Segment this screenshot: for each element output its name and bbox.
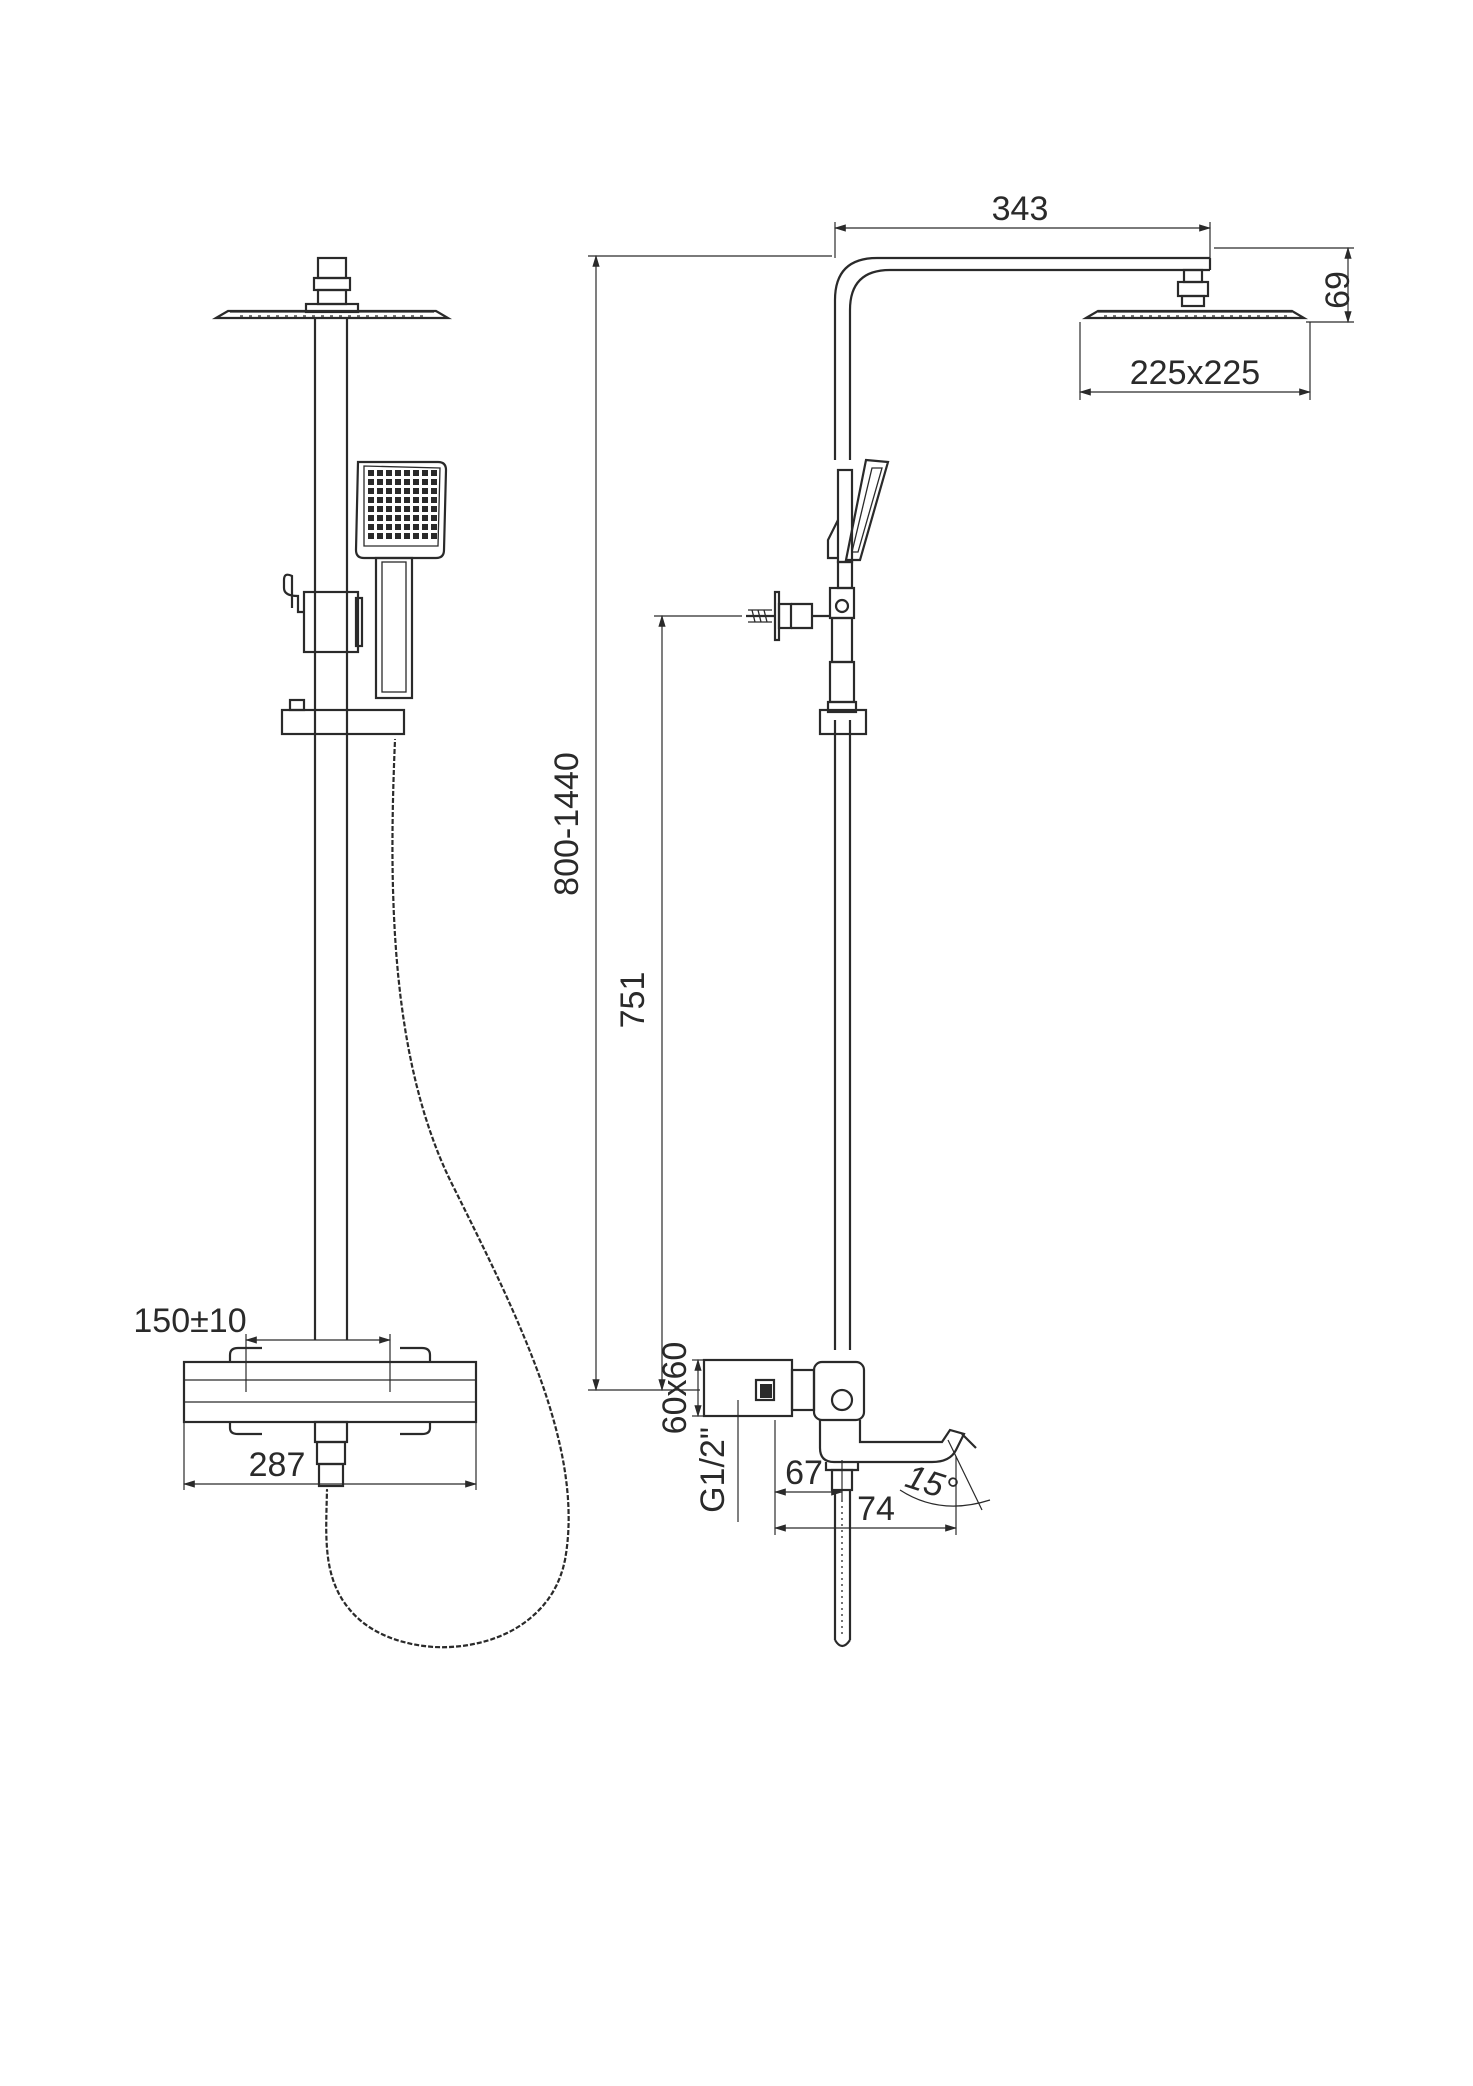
nozzle	[404, 524, 410, 530]
front-hand-shower	[354, 460, 448, 700]
nozzle	[404, 506, 410, 512]
side-rain-head	[1081, 268, 1309, 320]
side-slide-holder	[826, 586, 858, 714]
label-spout-offset: 67	[785, 1454, 823, 1492]
nozzle	[386, 533, 392, 539]
nozzle	[404, 515, 410, 521]
nozzle	[404, 497, 410, 503]
nozzle	[422, 524, 428, 530]
front-rail-bracket	[280, 698, 406, 736]
nozzle	[395, 515, 401, 521]
label-mixer-block: 60x60	[656, 1342, 694, 1435]
nozzle	[431, 524, 437, 530]
nozzle	[368, 497, 374, 503]
nozzle	[377, 497, 383, 503]
nozzle	[377, 470, 383, 476]
nozzle	[404, 488, 410, 494]
nozzle	[431, 470, 437, 476]
nozzle	[431, 533, 437, 539]
front-view	[182, 256, 572, 1650]
label-arm-length: 343	[992, 190, 1049, 228]
label-total-height: 800-1440	[548, 752, 586, 896]
nozzle	[377, 515, 383, 521]
nozzle	[377, 533, 383, 539]
nozzle	[377, 479, 383, 485]
label-head-size: 225x225	[1130, 354, 1260, 392]
side-riser-and-arm	[833, 256, 1212, 1350]
dimension-lines	[182, 222, 1354, 1535]
nozzle	[395, 533, 401, 539]
side-rail-bracket	[818, 708, 868, 736]
nozzle	[413, 497, 419, 503]
nozzle	[395, 470, 401, 476]
nozzle	[431, 497, 437, 503]
front-hose	[323, 738, 572, 1650]
front-slide-holder	[282, 573, 364, 654]
label-holder-height: 751	[614, 972, 652, 1029]
nozzle	[386, 506, 392, 512]
nozzle	[368, 506, 374, 512]
nozzle	[386, 515, 392, 521]
label-inlet-spacing: 150±10	[133, 1302, 246, 1340]
nozzle	[413, 479, 419, 485]
label-spout-length: 74	[857, 1490, 895, 1528]
nozzle	[386, 479, 392, 485]
nozzle	[413, 524, 419, 530]
nozzle	[377, 506, 383, 512]
nozzle	[431, 506, 437, 512]
nozzle	[422, 479, 428, 485]
nozzle	[395, 497, 401, 503]
nozzle	[422, 515, 428, 521]
nozzle	[422, 497, 428, 503]
side-hand-shower	[826, 458, 890, 590]
nozzle	[422, 506, 428, 512]
label-head-height: 69	[1319, 271, 1357, 309]
hand-shower-nozzles	[368, 470, 437, 539]
nozzle	[431, 515, 437, 521]
front-rain-head	[211, 256, 453, 320]
nozzle	[413, 515, 419, 521]
nozzle	[368, 488, 374, 494]
nozzle	[395, 506, 401, 512]
label-connection: G1/2"	[694, 1427, 732, 1513]
side-view	[702, 256, 1309, 1648]
nozzle	[395, 488, 401, 494]
front-thermostatic-mixer	[182, 1346, 478, 1488]
nozzle	[386, 470, 392, 476]
nozzle	[422, 488, 428, 494]
nozzle	[404, 533, 410, 539]
nozzle	[431, 479, 437, 485]
nozzle	[404, 470, 410, 476]
dimension-labels: 343 69 225x225 800-1440 751 60x60 G1/2" …	[133, 190, 1357, 1528]
nozzle	[386, 497, 392, 503]
nozzle	[395, 479, 401, 485]
nozzle	[413, 506, 419, 512]
nozzle	[413, 470, 419, 476]
side-mixer-body	[702, 1358, 977, 1648]
front-riser-pipe	[313, 318, 349, 1340]
nozzle	[431, 488, 437, 494]
nozzle	[422, 533, 428, 539]
nozzle	[395, 524, 401, 530]
nozzle	[368, 533, 374, 539]
nozzle	[377, 524, 383, 530]
nozzle	[413, 488, 419, 494]
nozzle	[377, 488, 383, 494]
nozzle	[368, 470, 374, 476]
label-spout-angle: 15°	[901, 1458, 962, 1510]
nozzle	[386, 488, 392, 494]
nozzle	[386, 524, 392, 530]
label-mixer-width: 287	[249, 1446, 306, 1484]
nozzle	[413, 533, 419, 539]
nozzle	[368, 515, 374, 521]
nozzle	[422, 470, 428, 476]
side-wall-bracket	[746, 590, 830, 642]
nozzle	[404, 479, 410, 485]
nozzle	[368, 479, 374, 485]
nozzle	[368, 524, 374, 530]
